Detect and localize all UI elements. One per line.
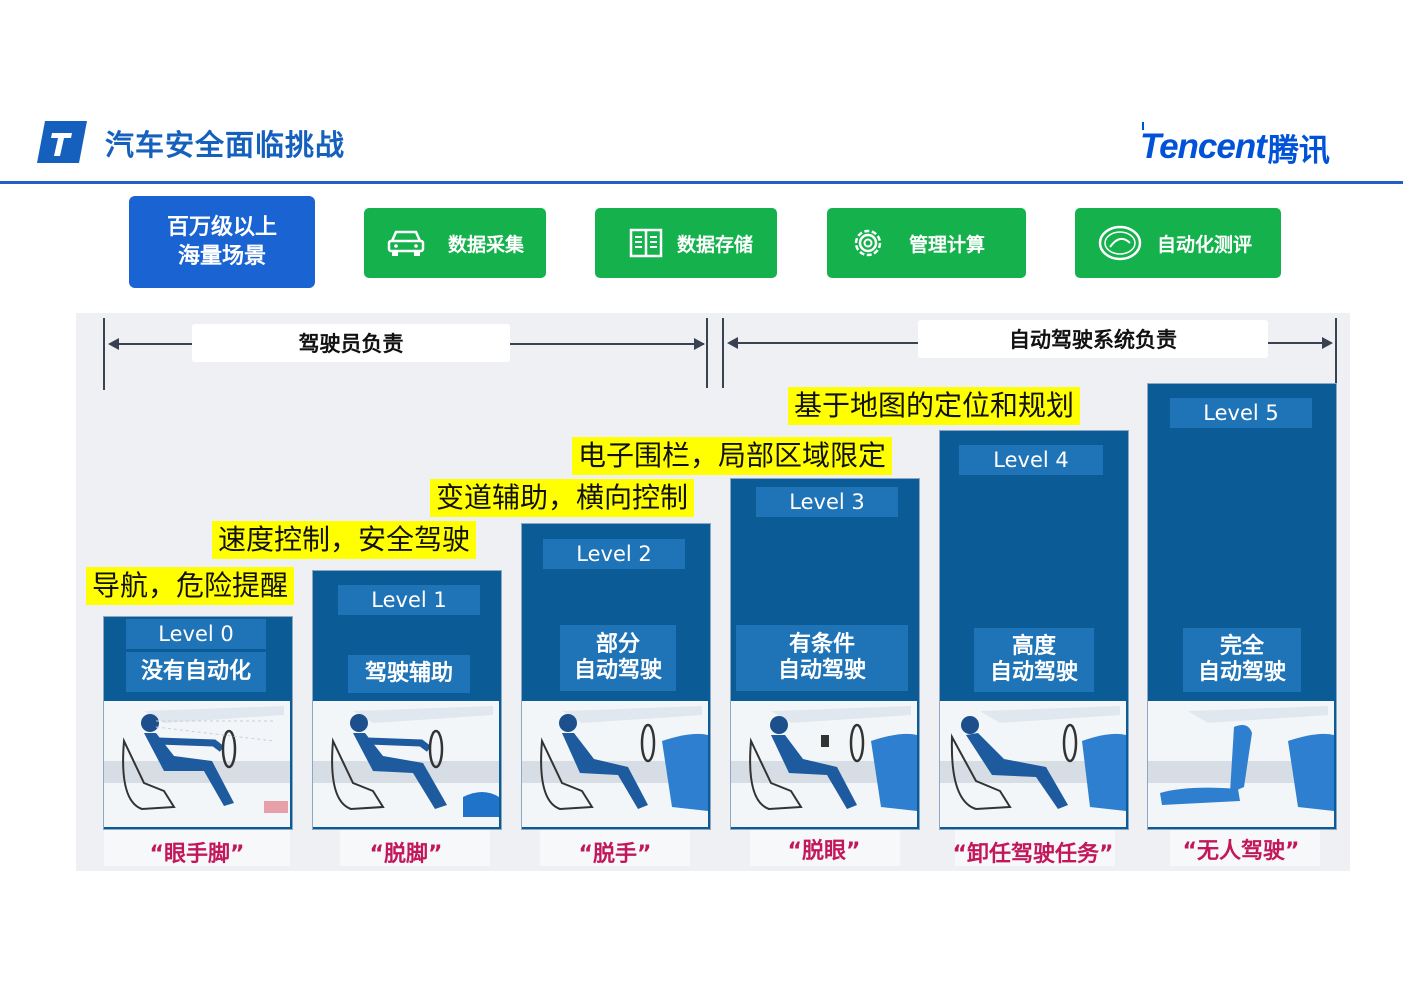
level-4-desc: 高度 自动驾驶 xyxy=(974,628,1094,692)
driver-eyes-off-icon xyxy=(731,706,917,811)
level-1-desc: 驾驶辅助 xyxy=(348,655,470,693)
level-3-desc-line-2: 自动驾驶 xyxy=(777,658,866,683)
brand-name-en: Tencent xyxy=(1140,127,1267,166)
level-3-label: Level 3 xyxy=(756,487,898,517)
header-divider xyxy=(0,181,1403,184)
level-2-tagline: “脱手” xyxy=(578,842,652,867)
driver-bracket-left xyxy=(103,318,105,390)
compute-management-label: 管理计算 xyxy=(909,233,986,256)
data-collection-button[interactable]: 数据采集 xyxy=(364,208,546,278)
level-1-desc-line: 驾驶辅助 xyxy=(364,661,453,686)
scale-line-2: 海量场景 xyxy=(177,244,266,269)
auto-evaluation-label: 自动化测评 xyxy=(1157,233,1253,256)
scale-line-1: 百万级以上 xyxy=(166,215,277,240)
level-4-desc-line-1: 高度 xyxy=(1011,634,1056,659)
brand-tick xyxy=(1142,122,1144,130)
level-4-driver-scene xyxy=(940,701,1126,827)
level-2-label: Level 2 xyxy=(543,539,685,569)
auto-evaluation-button[interactable]: 自动化测评 xyxy=(1075,208,1281,278)
level-1-driver-scene xyxy=(313,701,499,827)
capability-level-0: 导航，危险提醒 xyxy=(86,567,295,605)
level-2-desc: 部分 自动驾驶 xyxy=(560,625,676,691)
empty-seat-icon xyxy=(1148,706,1334,811)
capability-level-3: 电子围栏，局部区域限定 xyxy=(572,437,893,475)
arrow-left-icon xyxy=(108,338,119,350)
level-3-tagline: “脱眼” xyxy=(787,839,861,864)
massive-scenarios-button[interactable]: 百万级以上 海量场景 xyxy=(129,196,315,288)
level-5-empty-seat-scene xyxy=(1148,701,1334,827)
system-bracket-right xyxy=(1335,318,1337,386)
level-3-desc: 有条件 自动驾驶 xyxy=(736,625,908,691)
level-5-label: Level 5 xyxy=(1170,398,1312,428)
capability-level-1: 速度控制，安全驾驶 xyxy=(212,521,477,559)
level-0-desc: 没有自动化 xyxy=(126,652,266,692)
driver-feet-off-icon xyxy=(313,706,499,817)
capability-level-2: 变道辅助，横向控制 xyxy=(430,479,695,517)
level-1-tag-bg xyxy=(340,830,490,866)
data-collection-label: 数据采集 xyxy=(448,233,525,256)
level-3-driver-scene xyxy=(731,701,917,827)
level-4-tag-bg xyxy=(955,830,1115,866)
system-bracket-left xyxy=(722,318,724,388)
driver-hands-off-icon xyxy=(522,706,708,811)
level-2-tag-bg xyxy=(540,830,690,866)
level-5-desc-line-2: 自动驾驶 xyxy=(1197,660,1286,685)
driver-bracket-right xyxy=(706,318,708,388)
level-5-desc: 完全 自动驾驶 xyxy=(1183,628,1301,692)
arrow-left-icon xyxy=(727,337,738,349)
arrow-right-icon xyxy=(1322,337,1333,349)
gear-icon xyxy=(854,229,882,257)
level-1-tagline: “脱脚” xyxy=(369,842,443,867)
test-stamp-icon xyxy=(1098,225,1142,261)
page-title: 汽车安全面临挑战 xyxy=(105,128,346,162)
level-0-tag-bg xyxy=(104,830,290,866)
level-0-tagline: “眼手脚” xyxy=(149,842,245,867)
driver-hands-feet-icon xyxy=(104,706,290,813)
driver-responsible-label: 驾驶员负责 xyxy=(192,324,510,362)
arrow-right-icon xyxy=(694,338,705,350)
level-0-driver-scene xyxy=(104,701,290,827)
level-4-desc-line-2: 自动驾驶 xyxy=(989,660,1078,685)
compute-management-button[interactable]: 管理计算 xyxy=(827,208,1026,278)
level-5-desc-line-1: 完全 xyxy=(1219,634,1264,659)
level-2-driver-scene xyxy=(522,701,708,827)
level-1-label: Level 1 xyxy=(338,585,480,615)
level-3-tag-bg xyxy=(750,830,900,866)
level-0-desc-line: 没有自动化 xyxy=(140,659,251,684)
data-storage-button[interactable]: 数据存储 xyxy=(595,208,777,278)
level-5-tag-bg xyxy=(1170,830,1320,866)
brand-name-cn: 腾讯 xyxy=(1267,132,1330,169)
capability-level-4: 基于地图的定位和规划 xyxy=(788,387,1081,425)
level-3-desc-line-1: 有条件 xyxy=(788,632,855,657)
level-0-label: Level 0 xyxy=(126,619,266,649)
book-icon xyxy=(629,228,663,258)
driver-resting-icon xyxy=(940,706,1126,811)
logo-icon xyxy=(37,121,87,163)
level-4-tagline: “卸任驾驶任务” xyxy=(952,842,1114,867)
system-responsible-label: 自动驾驶系统负责 xyxy=(918,320,1268,358)
level-2-desc-line-2: 自动驾驶 xyxy=(573,658,662,683)
car-icon xyxy=(387,230,425,256)
level-4-label: Level 4 xyxy=(959,445,1103,475)
brand-logo: Tencent 腾讯 xyxy=(1140,122,1330,170)
level-5-tagline: “无人驾驶” xyxy=(1182,839,1300,864)
level-2-desc-line-1: 部分 xyxy=(595,632,640,657)
data-storage-label: 数据存储 xyxy=(677,233,754,256)
